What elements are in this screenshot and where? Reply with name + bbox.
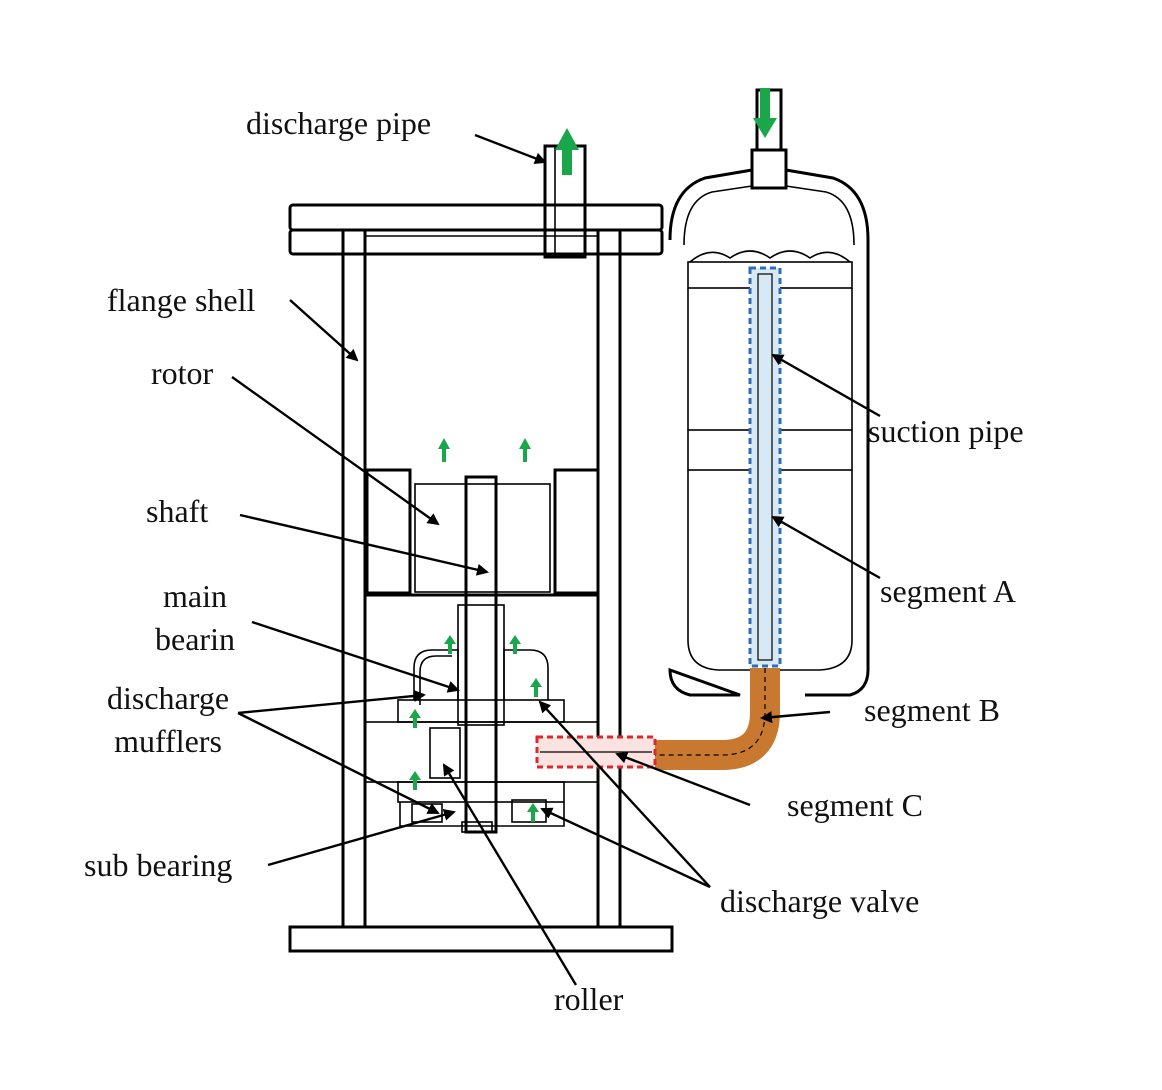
label-rotor: rotor <box>151 355 214 391</box>
accumulator <box>668 88 870 697</box>
flow-arrow-muffler-left <box>409 709 421 728</box>
label-segment-b: segment B <box>864 692 1000 728</box>
flow-arrow-bearing-left <box>444 635 456 654</box>
label-segment-c: segment C <box>787 787 923 823</box>
segment-c-pipe <box>535 735 657 769</box>
label-shaft: shaft <box>146 493 209 529</box>
label-suction-pipe: suction pipe <box>868 413 1024 449</box>
leader-lines <box>231 133 881 986</box>
flow-arrow-sub-left <box>409 771 421 790</box>
label-main-bearing: main bearin <box>155 578 235 657</box>
label-discharge-mufflers: discharge mufflers <box>106 680 230 759</box>
suction-flow-arrow <box>753 88 777 138</box>
flow-arrow-rotor-left <box>438 438 450 462</box>
rotor <box>365 468 600 597</box>
flow-arrows <box>409 88 777 822</box>
flow-arrow-bearing-right <box>509 635 521 654</box>
label-flange-shell: flange shell <box>107 282 256 318</box>
flow-arrow-rotor-right <box>519 438 531 462</box>
label-roller: roller <box>554 981 624 1017</box>
flange-shell <box>288 203 674 953</box>
label-sub-bearing: sub bearing <box>84 847 233 883</box>
label-discharge-valve: discharge valve <box>720 883 920 919</box>
segment-a-pipe <box>748 266 782 668</box>
label-discharge-pipe: discharge pipe <box>246 105 432 141</box>
flow-arrow-sub-right <box>527 803 539 822</box>
label-segment-a: segment A <box>880 573 1016 609</box>
shaft <box>457 475 505 834</box>
flow-arrow-muffler-right <box>530 678 542 697</box>
discharge-flow-arrow <box>555 128 579 175</box>
